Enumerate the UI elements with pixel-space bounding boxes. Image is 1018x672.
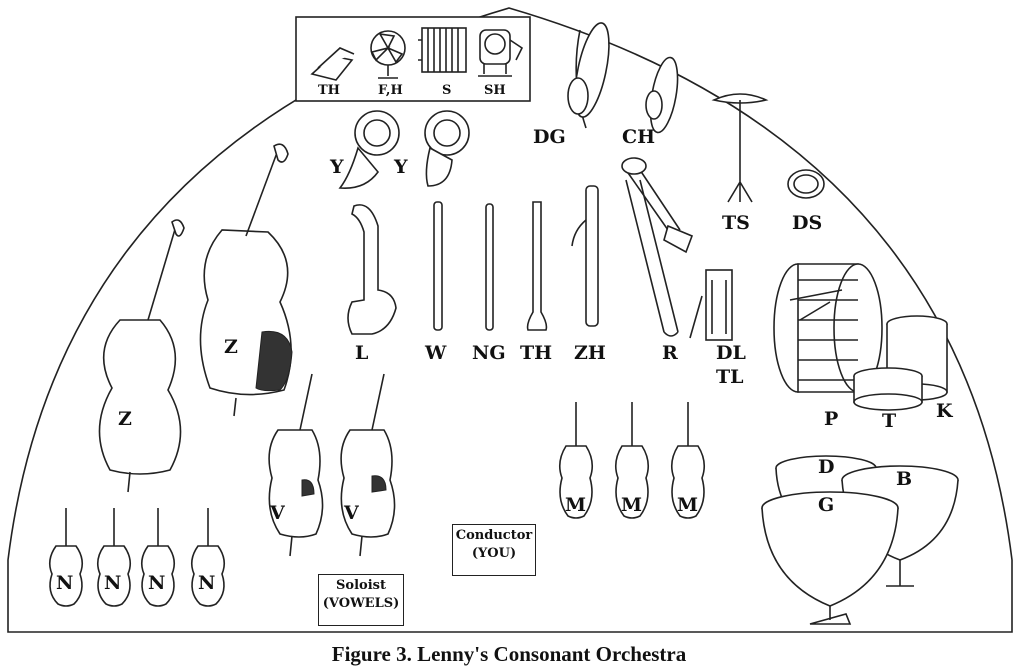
soloist-label: Soloist [336, 578, 386, 593]
label-stand-cymbal: TS [722, 212, 750, 234]
violins [48, 508, 226, 607]
label-sh: SH [484, 83, 506, 98]
double-basses [98, 143, 293, 493]
label-clarinet: TH [520, 342, 553, 364]
label-flute: W [425, 342, 447, 364]
label-horn-left: Y [330, 156, 344, 178]
label-timpani-g: G [818, 494, 835, 516]
label-timpani-d: D [818, 456, 835, 478]
woodwinds [433, 185, 599, 331]
label-triangle-dl: DL [716, 342, 746, 364]
soloist-box: Soloist (VOWELS) [318, 574, 404, 626]
label-bass-left: Z [118, 408, 132, 430]
bass-drum [773, 263, 883, 393]
label-tall-drum: K [936, 400, 953, 422]
triangle [689, 269, 733, 341]
hanging-cymbals [567, 22, 679, 134]
label-s: S [442, 83, 452, 98]
stage-outline [7, 7, 1013, 633]
label-timpani-b: B [896, 468, 913, 490]
tambourine [787, 169, 825, 199]
label-cymbal-dg: DG [533, 126, 566, 148]
snare-drum [853, 367, 923, 411]
label-viola-2: M [621, 494, 643, 516]
saxophone [347, 204, 397, 335]
conductor-sublabel: (YOU) [471, 546, 517, 561]
label-viola-3: M [677, 494, 699, 516]
label-violin-1: N [56, 572, 74, 594]
figure-caption: Figure 3. Lenny's Consonant Orchestra [331, 642, 687, 666]
label-bassoon: ZH [574, 342, 606, 364]
label-oboe: NG [472, 342, 506, 364]
label-th-fan: TH [318, 83, 340, 98]
label-violin-4: N [198, 572, 216, 594]
label-cello-right: V [344, 502, 359, 524]
label-trombone: R [662, 342, 678, 364]
cellos [268, 373, 396, 557]
label-violin-2: N [104, 572, 122, 594]
label-horn-right: Y [394, 156, 408, 178]
timpani [761, 455, 959, 625]
soloist-sublabel: (VOWELS) [322, 596, 400, 611]
conductor-label: Conductor [455, 528, 533, 543]
label-cymbal-ch: CH [622, 126, 656, 148]
label-cello-left: V [270, 502, 285, 524]
violas [558, 402, 706, 519]
label-triangle-tl: TL [716, 366, 744, 388]
trombone [621, 157, 694, 337]
label-snare-drum: T [882, 410, 897, 432]
fricatives-icons [295, 16, 531, 102]
conductor-box: Conductor (YOU) [452, 524, 536, 576]
label-bass-drum: P [824, 408, 839, 430]
stand-cymbal [711, 93, 769, 203]
french-horns [338, 110, 470, 189]
label-viola-1: M [565, 494, 587, 516]
label-saxophone: L [355, 342, 369, 364]
label-violin-3: N [148, 572, 166, 594]
label-fh: F,H [378, 83, 403, 98]
label-bass-right: Z [224, 336, 238, 358]
label-tambourine: DS [792, 212, 823, 234]
